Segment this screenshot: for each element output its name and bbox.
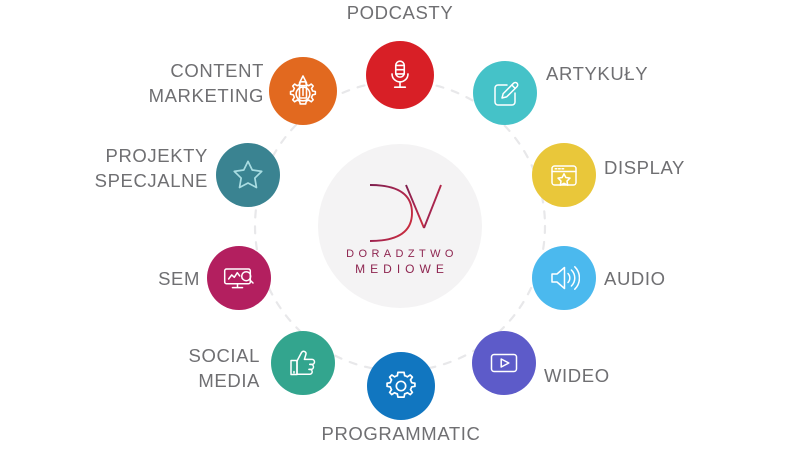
service-node-sem[interactable] — [207, 246, 271, 310]
service-label-content-marketing: CONTENT MARKETING — [148, 60, 264, 106]
monitor-search-icon — [223, 268, 254, 289]
service-node-programmatic[interactable] — [367, 352, 435, 420]
gear-icon — [386, 371, 416, 399]
service-node-audio[interactable] — [532, 246, 596, 310]
service-label-social-media: SOCIAL MEDIA — [188, 345, 260, 391]
service-label-wideo: WIDEO — [544, 365, 610, 386]
service-label-projekty-specjalne: PROJEKTY SPECJALNE — [94, 145, 208, 191]
service-node-wideo[interactable] — [472, 331, 536, 395]
brand-line-1: DORADZTWO — [346, 248, 458, 260]
service-node-display[interactable] — [532, 143, 596, 207]
gear-pencil-icon — [289, 75, 317, 105]
service-label-programmatic: PROGRAMMATIC — [321, 423, 481, 444]
dm-monogram-icon — [357, 184, 452, 242]
service-label-podcasty: PODCASTY — [346, 2, 454, 23]
brand-logo: DORADZTWO MEDIOWE — [342, 179, 458, 277]
service-node-podcasty[interactable] — [366, 41, 434, 109]
service-label-artykuly: ARTYKUŁY — [546, 63, 649, 84]
thumbs-up-icon — [290, 350, 316, 376]
star-icon — [233, 160, 263, 189]
center-logo-disc: DORADZTWO MEDIOWE — [318, 144, 482, 308]
microphone-icon — [391, 60, 409, 89]
service-node-content-marketing[interactable] — [269, 57, 337, 125]
service-label-display: DISPLAY — [604, 157, 685, 178]
service-node-projekty-specjalne[interactable] — [216, 143, 280, 207]
brand-line-2: MEDIOWE — [355, 262, 449, 276]
speaker-icon — [551, 266, 580, 290]
service-node-artykuly[interactable] — [473, 61, 537, 125]
service-label-audio: AUDIO — [604, 268, 666, 289]
service-label-sem: SEM — [158, 268, 200, 289]
video-play-icon — [490, 353, 518, 373]
service-node-social-media[interactable] — [271, 331, 335, 395]
pencil-edit-icon — [494, 81, 519, 106]
browser-star-icon — [551, 165, 577, 186]
